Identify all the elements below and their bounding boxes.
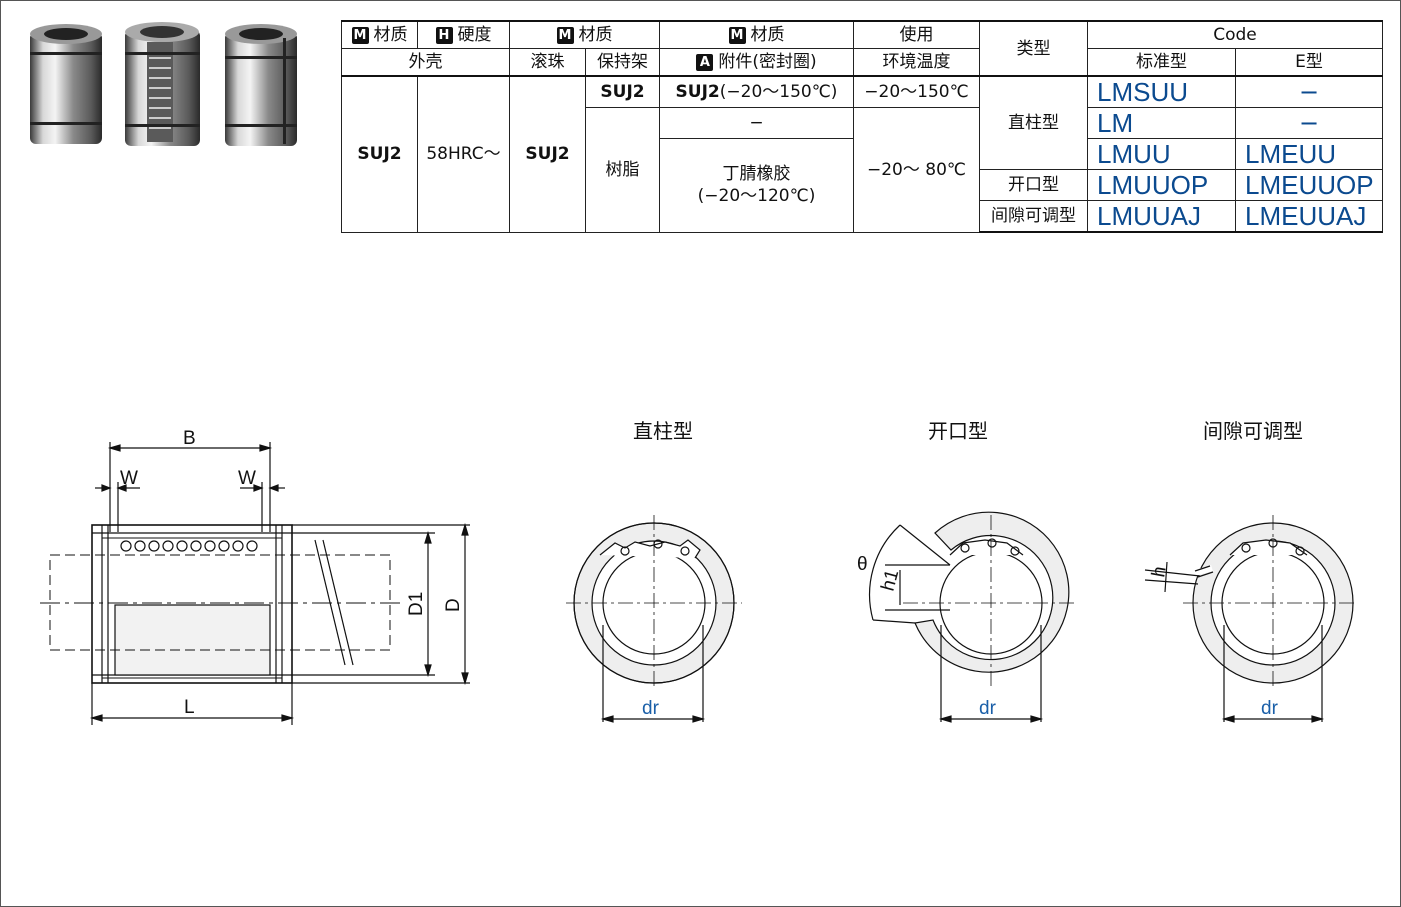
- material-badge-icon: M: [556, 27, 574, 44]
- header-temp: 环境温度: [853, 48, 980, 77]
- dr-label-straight: dr: [642, 698, 660, 719]
- material-badge-icon: M: [728, 27, 746, 44]
- shell-material: SUJ2: [341, 75, 418, 233]
- dim-label-w-right: W: [238, 468, 256, 489]
- theta-label: θ: [857, 554, 868, 575]
- title-adjust: 间隙可调型: [1203, 419, 1303, 443]
- code-e-1: −: [1235, 75, 1383, 108]
- temp-2: −20～ 80℃: [853, 107, 980, 233]
- seal-none: −: [659, 107, 854, 139]
- header-type: 类型: [979, 20, 1088, 77]
- attachment-badge-icon: A: [696, 54, 714, 71]
- dim-label-d: D: [443, 598, 464, 612]
- type-adjust: 间隙可调型: [979, 200, 1088, 233]
- header-ball: 滚珠: [509, 48, 586, 77]
- ball-material: SUJ2: [509, 75, 586, 233]
- seal-rubber: 丁腈橡胶(−20～120℃): [659, 138, 854, 233]
- dim-label-w-left: W: [120, 468, 138, 489]
- product-photos: [30, 22, 297, 146]
- dr-label-adjust: dr: [1261, 698, 1279, 719]
- bushing-photo-adjust: [225, 24, 297, 146]
- code-std-1: LMSUU: [1087, 75, 1236, 108]
- header-e-type: E型: [1235, 48, 1383, 77]
- code-std-5: LMUUAJ: [1087, 200, 1236, 233]
- header-shell: 外壳: [341, 48, 510, 77]
- hardness: 58HRC～: [417, 75, 510, 233]
- code-e-2: −: [1235, 107, 1383, 139]
- retainer-suj2: SUJ2: [585, 75, 660, 108]
- code-e-5: LMEUUAJ: [1235, 200, 1383, 233]
- bushing-photo-open: [125, 22, 200, 146]
- section-open: θ h1 dr: [857, 511, 1075, 723]
- title-open: 开口型: [928, 419, 988, 443]
- temp-1: −20～150℃: [853, 75, 980, 108]
- header-use: 使用: [853, 20, 980, 49]
- code-e-3: LMEUU: [1235, 138, 1383, 170]
- dim-label-b: B: [183, 428, 196, 449]
- code-std-2: LM: [1087, 107, 1236, 139]
- header-code: Code: [1087, 20, 1383, 49]
- code-e-4: LMEUUOP: [1235, 169, 1383, 201]
- material-badge-icon: M: [351, 27, 369, 44]
- type-open: 开口型: [979, 169, 1088, 201]
- section-straight: dr: [566, 515, 742, 723]
- side-view-drawing: B W W L D1 D: [40, 428, 470, 725]
- dr-label-open: dr: [979, 698, 997, 719]
- header-standard: 标准型: [1087, 48, 1236, 77]
- hardness-badge-icon: H: [435, 27, 453, 44]
- title-straight: 直柱型: [633, 419, 693, 443]
- header-retainer: 保持架: [585, 48, 660, 77]
- section-adjust: h dr: [1144, 515, 1358, 723]
- seal-suj2: SUJ2(−20～150℃): [659, 75, 854, 108]
- code-std-4: LMUUOP: [1087, 169, 1236, 201]
- code-std-3: LMUU: [1087, 138, 1236, 170]
- dim-label-d1: D1: [406, 592, 427, 616]
- bushing-photo-straight: [30, 24, 102, 144]
- type-straight: 直柱型: [979, 75, 1088, 170]
- dim-label-l: L: [184, 697, 195, 718]
- h-label: h: [1148, 565, 1171, 579]
- retainer-resin: 树脂: [585, 107, 660, 233]
